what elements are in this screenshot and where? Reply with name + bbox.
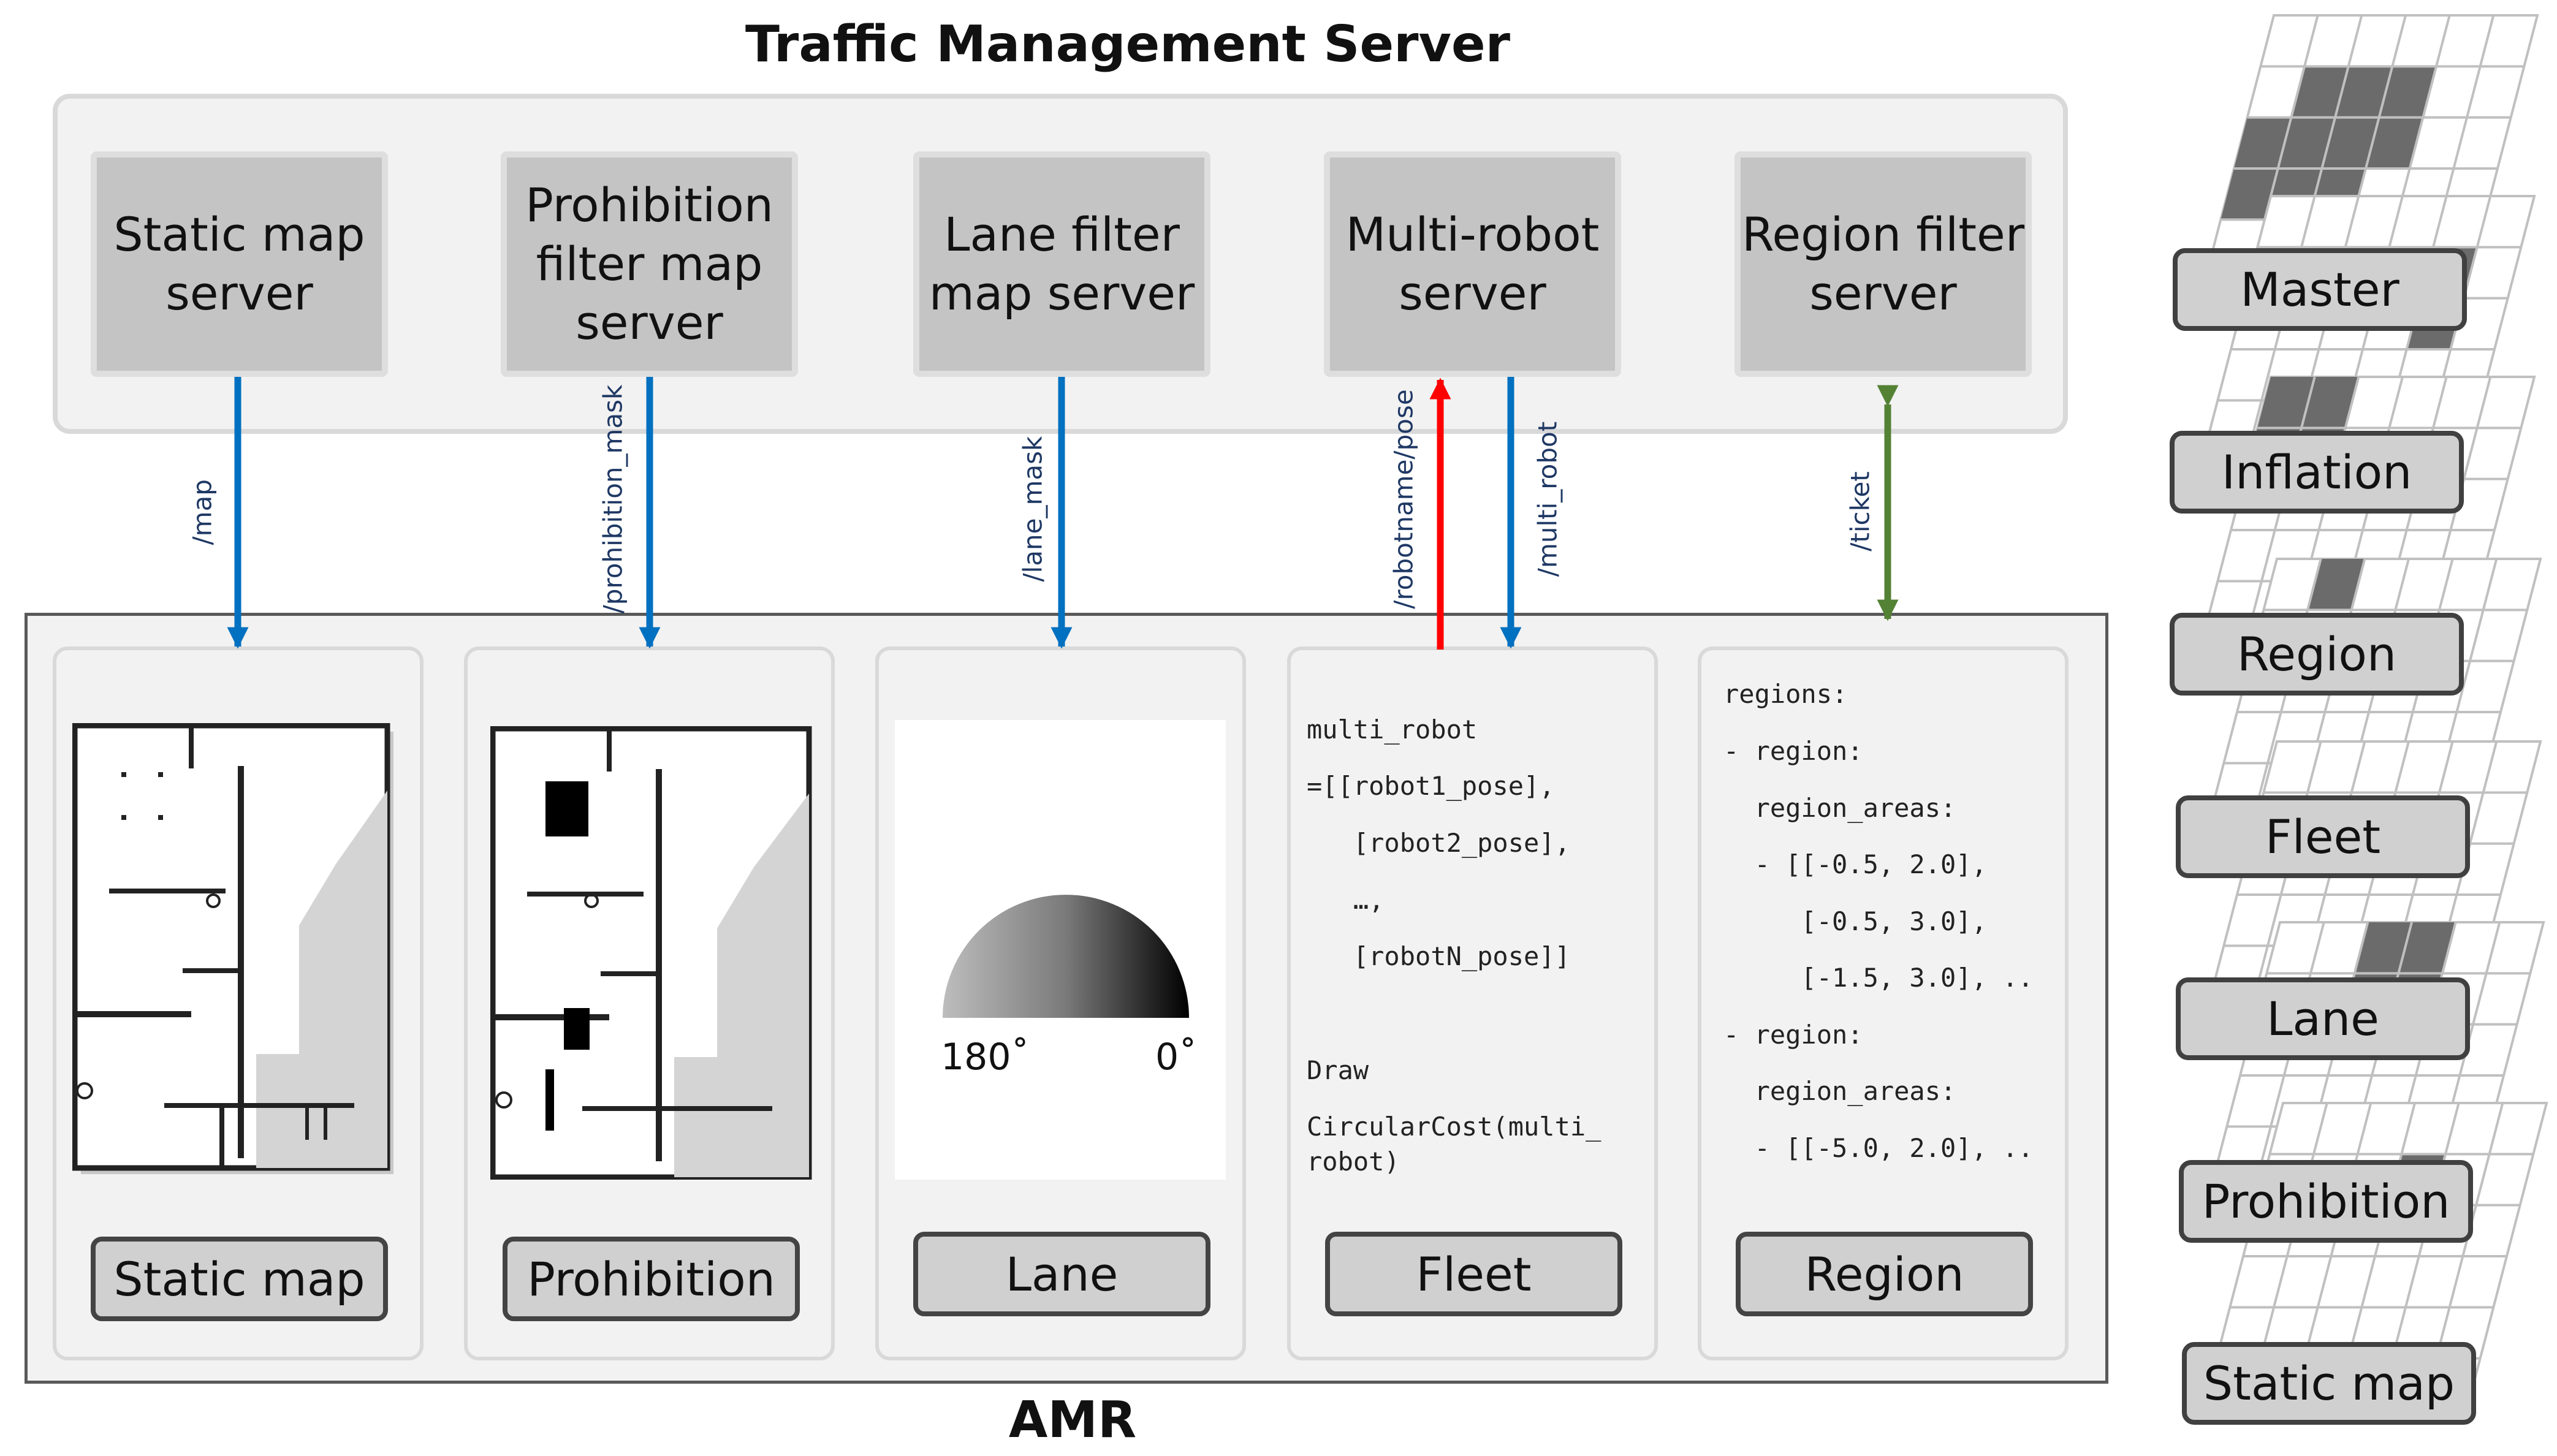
topic-label-lane-mask: /lane_mask [1017, 436, 1048, 582]
topic-label-multi-robot: /multi_robot [1532, 421, 1563, 577]
layer-label-prohibition: Prohibition [2179, 1160, 2473, 1243]
layer-label-inflation: Inflation [2170, 431, 2464, 514]
fleet-code-line: =[[robot1_pose], [1307, 771, 1555, 801]
layer-label-static-map: Static map [2182, 1342, 2476, 1425]
fleet-code-line: multi_robot [1307, 715, 1478, 745]
layer-label-region: Region [2170, 613, 2464, 696]
lane-angle-right: 0˚ [1155, 1036, 1198, 1079]
panel-label-lane: Lane [913, 1232, 1210, 1316]
static-map-image [72, 723, 393, 1174]
multi-robot-server: Multi-robot server [1324, 151, 1621, 377]
static-map-server: Static map server [91, 151, 388, 377]
fleet-code-line: CircularCost(multi_ [1307, 1112, 1601, 1142]
topic-label-prohibition-mask: /prohibition_mask [598, 384, 628, 614]
prohibition-filter-map-server: Prohibition filter map server [501, 151, 798, 377]
lane-direction-image [895, 720, 1226, 1180]
topic-label-map: /map [187, 479, 218, 545]
region-code-line: - region: [1723, 1020, 1863, 1050]
layer-label-master: Master [2173, 248, 2467, 331]
topic-label-ticket: /ticket [1845, 471, 1875, 552]
lane-filter-map-server: Lane filter map server [913, 151, 1210, 377]
region-code-line: region_areas: [1723, 1076, 1956, 1106]
region-code-line: region_areas: [1723, 793, 1956, 823]
panel-label-region: Region [1736, 1232, 2033, 1316]
fleet-code-line: …, [1307, 885, 1385, 915]
layer-label-lane: Lane [2176, 977, 2470, 1060]
fleet-code-line: [robot2_pose], [1307, 828, 1570, 858]
region-code-line: [-0.5, 3.0], [1723, 906, 1987, 936]
region-code-line: - [[-0.5, 2.0], [1723, 849, 1987, 879]
tms-title: Traffic Management Server [745, 15, 1511, 74]
topic-label-robot-pose: /robotname/pose [1388, 389, 1419, 609]
fleet-code-line: [robotN_pose]] [1307, 941, 1570, 971]
region-code-line: - [[-5.0, 2.0], .. [1723, 1133, 2034, 1163]
region-filter-server: Region filter server [1734, 151, 2032, 377]
prohibition-map-image [490, 726, 812, 1180]
panel-label-fleet: Fleet [1325, 1232, 1622, 1316]
fleet-code-line: robot) [1307, 1147, 1400, 1177]
layer-label-fleet: Fleet [2176, 795, 2470, 878]
panel-label-static-map: Static map [91, 1237, 388, 1321]
region-code-line: regions: [1723, 679, 1848, 709]
lane-angle-left: 180˚ [941, 1036, 1030, 1079]
fleet-code-line: Draw [1307, 1055, 1369, 1085]
region-code-line: - region: [1723, 736, 1863, 766]
region-code-line: [-1.5, 3.0], .. [1723, 963, 2034, 993]
panel-label-prohibition: Prohibition [503, 1237, 800, 1321]
amr-title: AMR [1008, 1391, 1137, 1449]
